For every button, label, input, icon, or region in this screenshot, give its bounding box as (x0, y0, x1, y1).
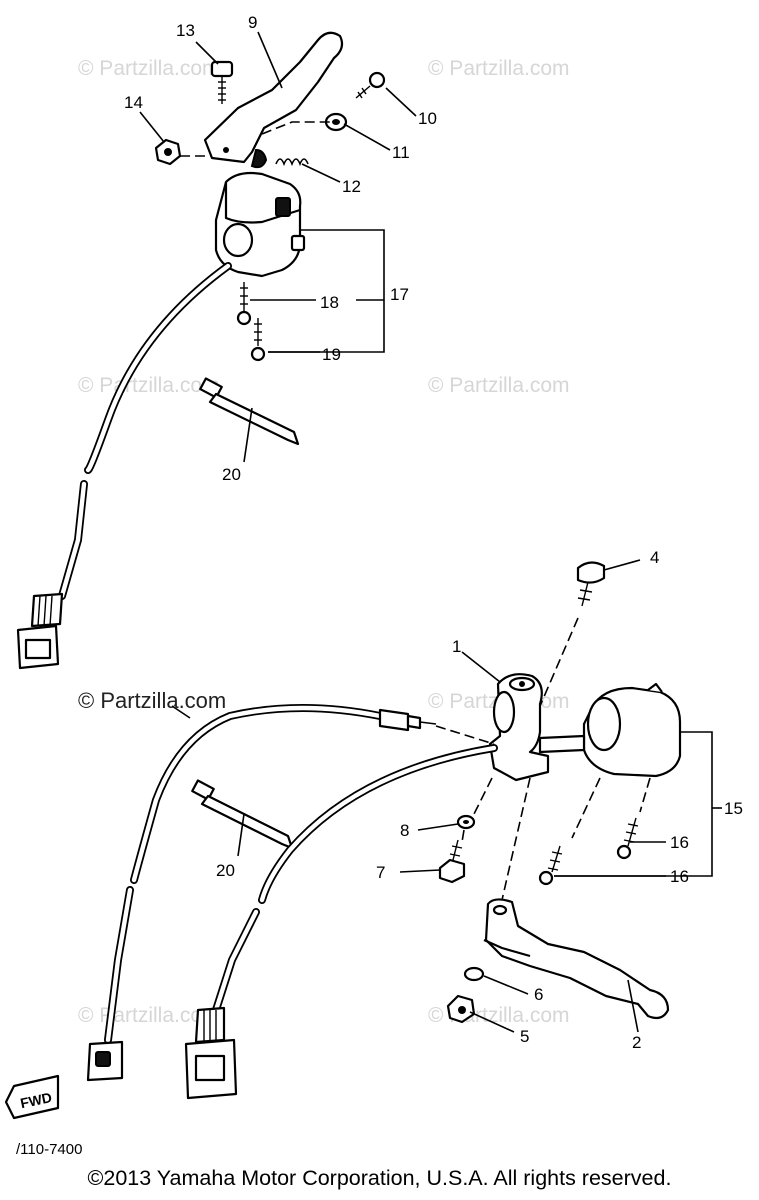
callout-2: 2 (632, 1033, 641, 1052)
part-lever-2 (483, 898, 670, 1020)
part-pivot-bolt-13 (210, 60, 234, 104)
leaders-lower (171, 559, 722, 1033)
part-screw-16 (538, 845, 563, 886)
watermark: © Partzilla.com (78, 688, 226, 713)
part-screw-19 (250, 318, 266, 362)
part-screw-16 (616, 817, 639, 860)
callout-16: 16 (670, 833, 689, 852)
callouts: 13 9 14 10 11 12 17 18 19 20 4 1 15 16 1… (124, 13, 743, 1052)
leaders-upper (139, 31, 417, 463)
copyright-notice: ©2013 Yamaha Motor Corporation, U.S.A. A… (87, 1166, 672, 1190)
part-washer-8 (456, 814, 476, 830)
watermark: © Partzilla.com (428, 57, 570, 80)
callout-12: 12 (342, 177, 361, 196)
callout-13: 13 (176, 21, 195, 40)
watermark: © Partzilla.com (78, 57, 220, 80)
connector-lower-left (86, 1040, 124, 1082)
part-holder-1 (488, 673, 550, 782)
callout-17: 17 (390, 285, 409, 304)
callout-20: 20 (216, 861, 235, 880)
callout-15: 15 (724, 799, 743, 818)
watermark: © Partzilla.com (78, 374, 220, 397)
part-bolt-7 (438, 839, 466, 884)
callout-11: 11 (392, 143, 410, 162)
part-nut-14 (154, 138, 182, 166)
part-cable-tie-20 (199, 377, 300, 446)
part-spring-12 (275, 158, 309, 167)
part-screw-10 (355, 71, 386, 99)
callout-5: 5 (520, 1027, 529, 1046)
part-cable-tie-20 (191, 779, 294, 850)
part-washer-6 (463, 966, 485, 982)
handlebar-tube (538, 734, 586, 754)
callout-4: 4 (650, 548, 659, 567)
callout-9: 9 (248, 13, 257, 32)
callout-19: 19 (322, 345, 341, 364)
callout-16: 16 (670, 867, 689, 886)
callout-7: 7 (376, 863, 385, 882)
watermark: © Partzilla.com (428, 374, 570, 397)
watermarks: © Partzilla.com © Partzilla.com © Partzi… (78, 57, 570, 1027)
part-bolt-4 (576, 561, 606, 607)
connector-upper (16, 592, 64, 670)
drawing-code: /110-7400 (16, 1141, 83, 1158)
connector-lower-right (184, 1006, 238, 1100)
cable-lower-left (86, 704, 437, 1082)
callout-18: 18 (320, 293, 339, 312)
callout-10: 10 (418, 109, 437, 128)
fwd-label: FWD (19, 1089, 54, 1111)
callout-20: 20 (222, 465, 241, 484)
part-switch-housing-15 (582, 682, 682, 778)
cable-lower-right (184, 744, 498, 1100)
callout-1: 1 (452, 637, 461, 656)
part-screw-18 (236, 282, 252, 326)
fwd-arrow-icon: FWD (4, 1074, 60, 1120)
cable-upper (16, 262, 232, 670)
part-switch-housing-17 (214, 171, 306, 278)
callout-8: 8 (400, 821, 409, 840)
part-lever-9 (203, 31, 344, 169)
callout-6: 6 (534, 985, 543, 1004)
callout-14: 14 (124, 93, 143, 112)
